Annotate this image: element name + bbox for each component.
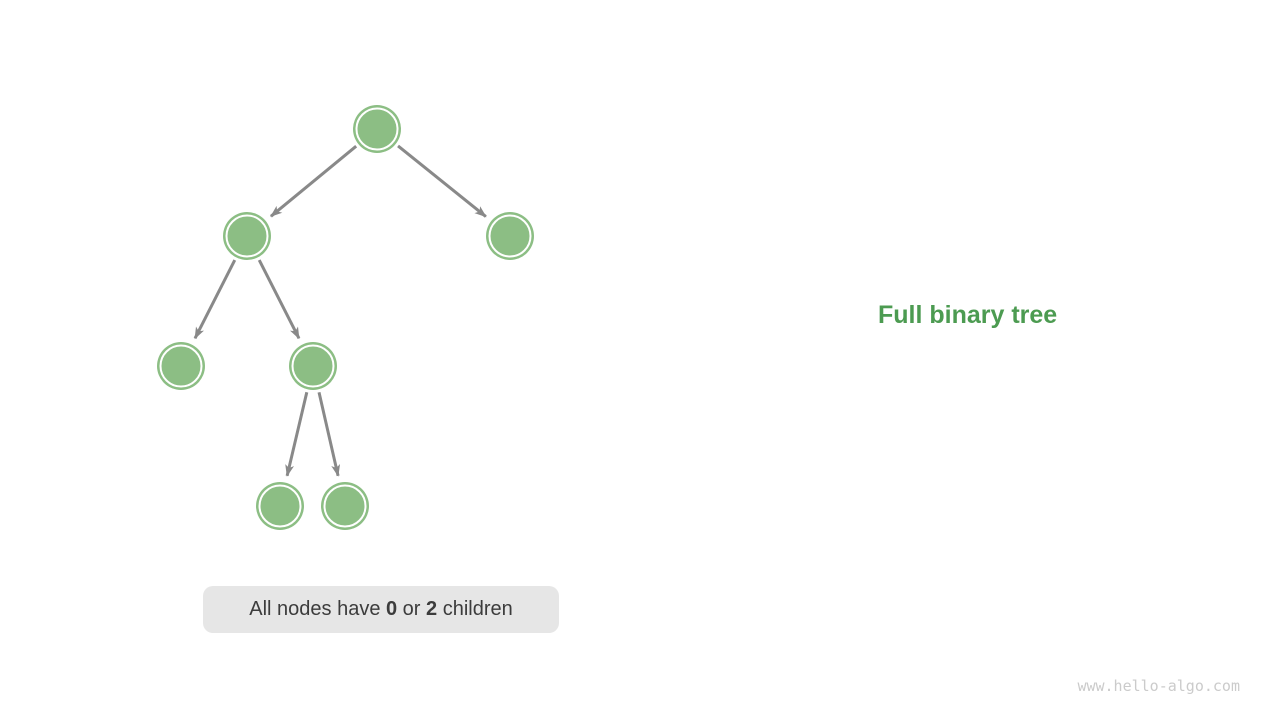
- watermark: www.hello-algo.com: [1077, 677, 1240, 695]
- tree-node: [256, 482, 304, 530]
- tree-node: [486, 212, 534, 260]
- tree-edge: [257, 259, 301, 340]
- tree-edge: [193, 259, 237, 340]
- tree-node: [321, 482, 369, 530]
- tree-edge: [269, 145, 358, 218]
- annotation-text-part: 2: [426, 598, 438, 620]
- tree-node: [289, 342, 337, 390]
- tree-node: [223, 212, 271, 260]
- tree-node: [157, 342, 205, 390]
- annotation-box: All nodes have 0 or 2 children: [203, 586, 559, 633]
- annotation-text-part: children: [437, 598, 513, 620]
- tree-edge: [397, 144, 487, 218]
- annotation-text-part: All nodes have: [249, 598, 386, 620]
- annotation-text-part: 0: [386, 598, 398, 620]
- annotation-text-part: or: [397, 598, 427, 620]
- diagram-title: Full binary tree: [878, 301, 1058, 329]
- tree-edge: [317, 391, 341, 477]
- tree-node: [353, 105, 401, 153]
- tree-edge: [285, 391, 309, 477]
